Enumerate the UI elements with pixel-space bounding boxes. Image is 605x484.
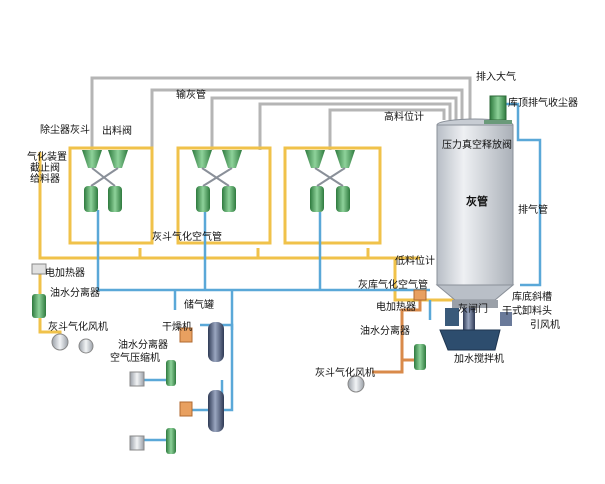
label-feeder: 给料器 (30, 174, 60, 185)
label-dry-unloader-head: 干式卸料头 (502, 306, 552, 317)
label-air-receiver: 储气罐 (184, 300, 214, 311)
oil-water-separator-left-unit (32, 294, 46, 318)
roof-dust-collector (484, 95, 512, 124)
hopper-group-3 (305, 150, 355, 212)
label-air-compressor: 空气压缩机 (110, 353, 160, 364)
label-silo-fluidizing-air-pipe: 灰库气化空气管 (358, 280, 428, 291)
label-electric-heater-left: 电加热器 (45, 268, 85, 279)
label-silo: 灰管 (466, 195, 488, 208)
label-oil-water-separator-right: 油水分离器 (360, 326, 410, 337)
label-exhaust-to-air: 排入大气 (476, 72, 516, 83)
oil-water-separator-right-unit (414, 344, 426, 370)
label-shutoff-valve: 截止阀 (30, 163, 60, 174)
label-silo-bottom-chute: 库底斜槽 (512, 292, 552, 303)
label-exhaust-pipe: 排气管 (518, 205, 548, 216)
label-outlet-valve: 出料阀 (102, 126, 132, 137)
label-dryer: 干燥机 (162, 322, 192, 333)
electric-heater-right-unit (413, 289, 427, 301)
hopper-group-1 (82, 150, 128, 212)
dryer-unit (179, 327, 193, 417)
label-high-level-gauge: 高料位计 (384, 112, 424, 123)
silo-discharge-equipment (439, 308, 512, 351)
fluidizing-fan-right-unit (347, 375, 365, 393)
label-pressure-vacuum-valve: 压力真空释放阀 (442, 140, 512, 151)
label-ash-gate: 灰闸门 (458, 304, 488, 315)
label-low-level-gauge: 低料位计 (395, 256, 435, 267)
label-hopper-fluidizing-fan-right: 灰斗气化风机 (315, 368, 375, 379)
oil-water-separator-mid-unit (166, 360, 176, 454)
fluidizing-air-pipes (38, 146, 470, 302)
air-compressor-unit (129, 371, 145, 451)
electric-heater-left-unit (31, 263, 47, 275)
label-dust-collector-hopper: 除尘器灰斗 (40, 125, 90, 136)
label-mixer: 加水搅拌机 (454, 354, 504, 365)
label-induced-draft-fan: 引风机 (530, 320, 560, 331)
fluidizing-fan-left-unit (51, 333, 94, 354)
label-electric-heater-right: 电加热器 (376, 302, 416, 313)
label-fluidizing-device: 气化装置 (27, 152, 67, 163)
label-hopper-fluidizing-air-pipe: 灰斗气化空气管 (152, 232, 222, 243)
air-receiver-upper (208, 322, 224, 362)
label-roof-dust-collector: 库顶排气收尘器 (508, 98, 578, 109)
ash-conveying-pipes (90, 76, 472, 150)
ash-silo (435, 118, 515, 308)
hopper-group-2 (192, 150, 242, 212)
label-ash-pipe: 输灰管 (176, 90, 206, 101)
air-receiver-lower (208, 390, 224, 432)
label-oil-water-separator-mid: 油水分离器 (118, 340, 168, 351)
label-hopper-fluidizing-fan-left: 灰斗气化风机 (48, 322, 108, 333)
label-oil-water-separator-left: 油水分离器 (50, 288, 100, 299)
